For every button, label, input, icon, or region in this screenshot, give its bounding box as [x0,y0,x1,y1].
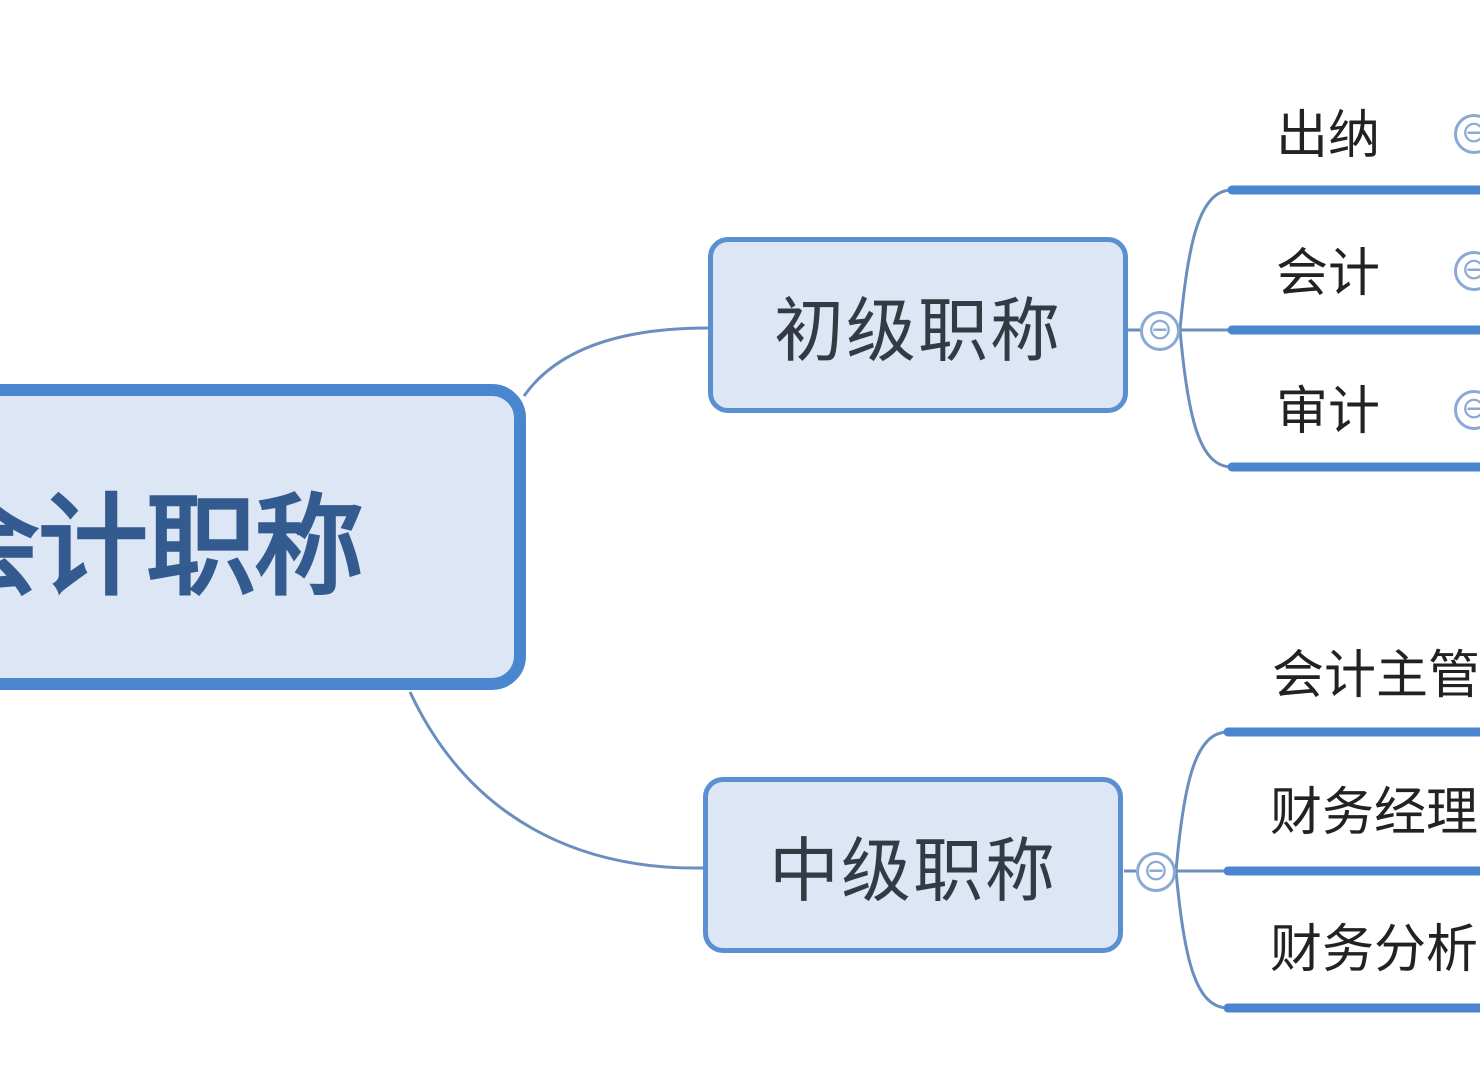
collapse-toggle-icon[interactable]: ⊖ [1136,852,1176,892]
connector-root-junior [522,326,709,397]
leaf-topic-financial-analysis[interactable]: 财务分析 [1270,920,1479,980]
branch-topic-label: 初级职称 [774,289,1062,372]
leaf-topic-auditor[interactable]: 审计 [1276,382,1381,442]
root-topic-label: 会计职称 [0,483,364,611]
leaf-topic-accountant[interactable]: 会计 [1276,244,1381,304]
branch-topic-junior[interactable]: 初级职称 [708,237,1128,413]
leaf-topic-cashier[interactable]: 出纳 [1276,106,1381,166]
collapse-toggle-icon[interactable]: ⊖ [1454,390,1480,430]
connector-mid-analyst [1174,870,1229,1010]
branch-topic-mid[interactable]: 中级职称 [703,777,1123,953]
root-topic[interactable]: 会计职称 [0,384,526,690]
branch-topic-label: 中级职称 [769,829,1057,912]
connector-root-mid [408,691,704,870]
collapse-toggle-icon[interactable]: ⊖ [1454,114,1480,154]
collapse-toggle-icon[interactable]: ⊖ [1140,311,1180,351]
leaf-topic-accounting-supervisor[interactable]: 会计主管 [1272,646,1480,706]
connector-junior-cashier [1178,188,1233,331]
connector-junior-auditor [1178,329,1233,469]
leaf-topic-finance-manager[interactable]: 财务经理 [1270,783,1479,843]
collapse-toggle-icon[interactable]: ⊖ [1454,251,1480,291]
connector-mid-chief [1174,730,1229,872]
